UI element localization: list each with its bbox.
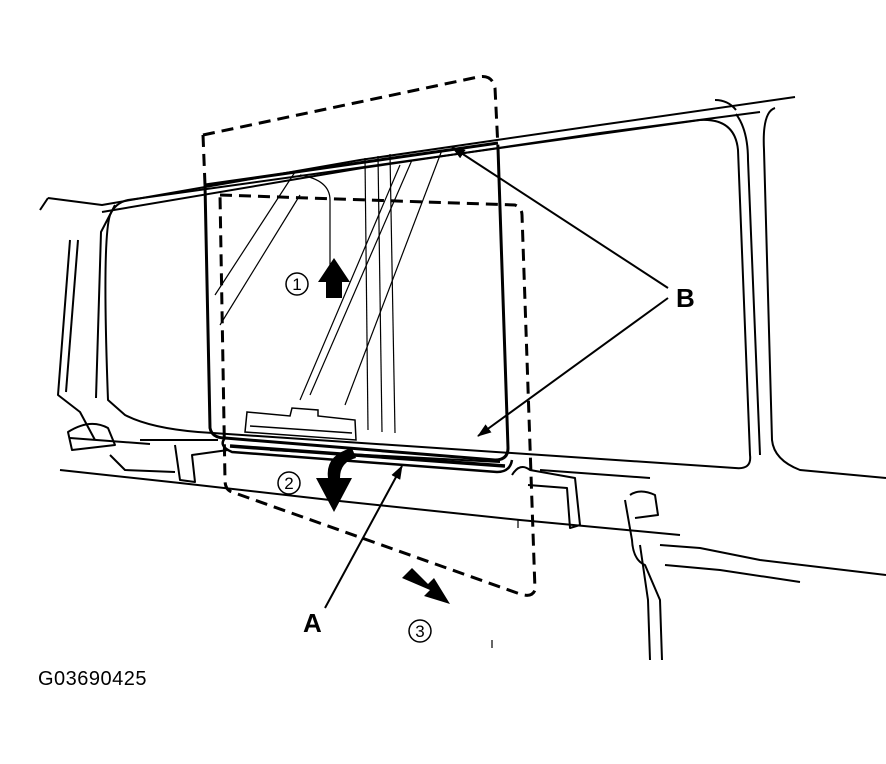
- step-label-3: 3: [415, 622, 424, 641]
- tilted-glass-outline: [218, 193, 537, 597]
- step-marker-3: 3: [408, 619, 432, 643]
- raised-glass-outline: [202, 75, 500, 149]
- front-pillar-2: [65, 239, 79, 393]
- leader-b-lower: [477, 297, 669, 437]
- rear-lower-structure: [624, 499, 663, 661]
- glass-reflection: [214, 149, 443, 434]
- leader-lines: [324, 146, 669, 609]
- glass-channel-outline: [221, 437, 514, 474]
- roof-line: [47, 96, 796, 206]
- window-frame-inner: [95, 204, 116, 399]
- roof-inner-line: [101, 111, 761, 213]
- glass-top-edge: [204, 141, 499, 187]
- diagonal-arrow-icon: [402, 568, 450, 604]
- raised-glass-left: [201, 134, 207, 186]
- rear-quarter-panel: [659, 544, 886, 576]
- rear-pillar: [714, 99, 737, 111]
- rear-quarter-panel-2: [664, 564, 801, 583]
- step-label-2: 2: [284, 474, 293, 493]
- rear-pillar-edge: [762, 107, 886, 479]
- figure-id: G03690425: [38, 668, 148, 690]
- lower-panel-line: [109, 454, 176, 473]
- right-regulator-bracket: [511, 465, 581, 529]
- leader-b-upper: [451, 146, 669, 289]
- step-marker-2: 2: [277, 471, 301, 495]
- vehicle-body: [39, 96, 886, 661]
- window-glass: [203, 141, 510, 462]
- belt-line-2: [69, 437, 151, 445]
- front-pillar: [57, 239, 96, 441]
- callout-b: B: [676, 283, 695, 313]
- dashed-positions: [201, 75, 537, 597]
- door-trim: [67, 422, 116, 451]
- glass-channel: [221, 437, 514, 474]
- glass-clip: [244, 407, 357, 441]
- step-marker-1: 1: [285, 272, 309, 296]
- curved-down-arrow-icon: [316, 448, 356, 512]
- window-frame: [104, 118, 752, 470]
- step-label-1: 1: [292, 275, 301, 294]
- callout-a: A: [303, 608, 322, 638]
- glass-outline: [203, 147, 510, 462]
- rear-lower-structure-2: [629, 490, 659, 519]
- front-door-edge: [39, 197, 49, 211]
- up-arrow-icon: [318, 258, 350, 298]
- hidden-lines: [491, 520, 519, 648]
- left-regulator-bracket: [174, 444, 229, 483]
- rear-pillar-edge-2: [735, 113, 761, 456]
- leader-a: [324, 465, 403, 609]
